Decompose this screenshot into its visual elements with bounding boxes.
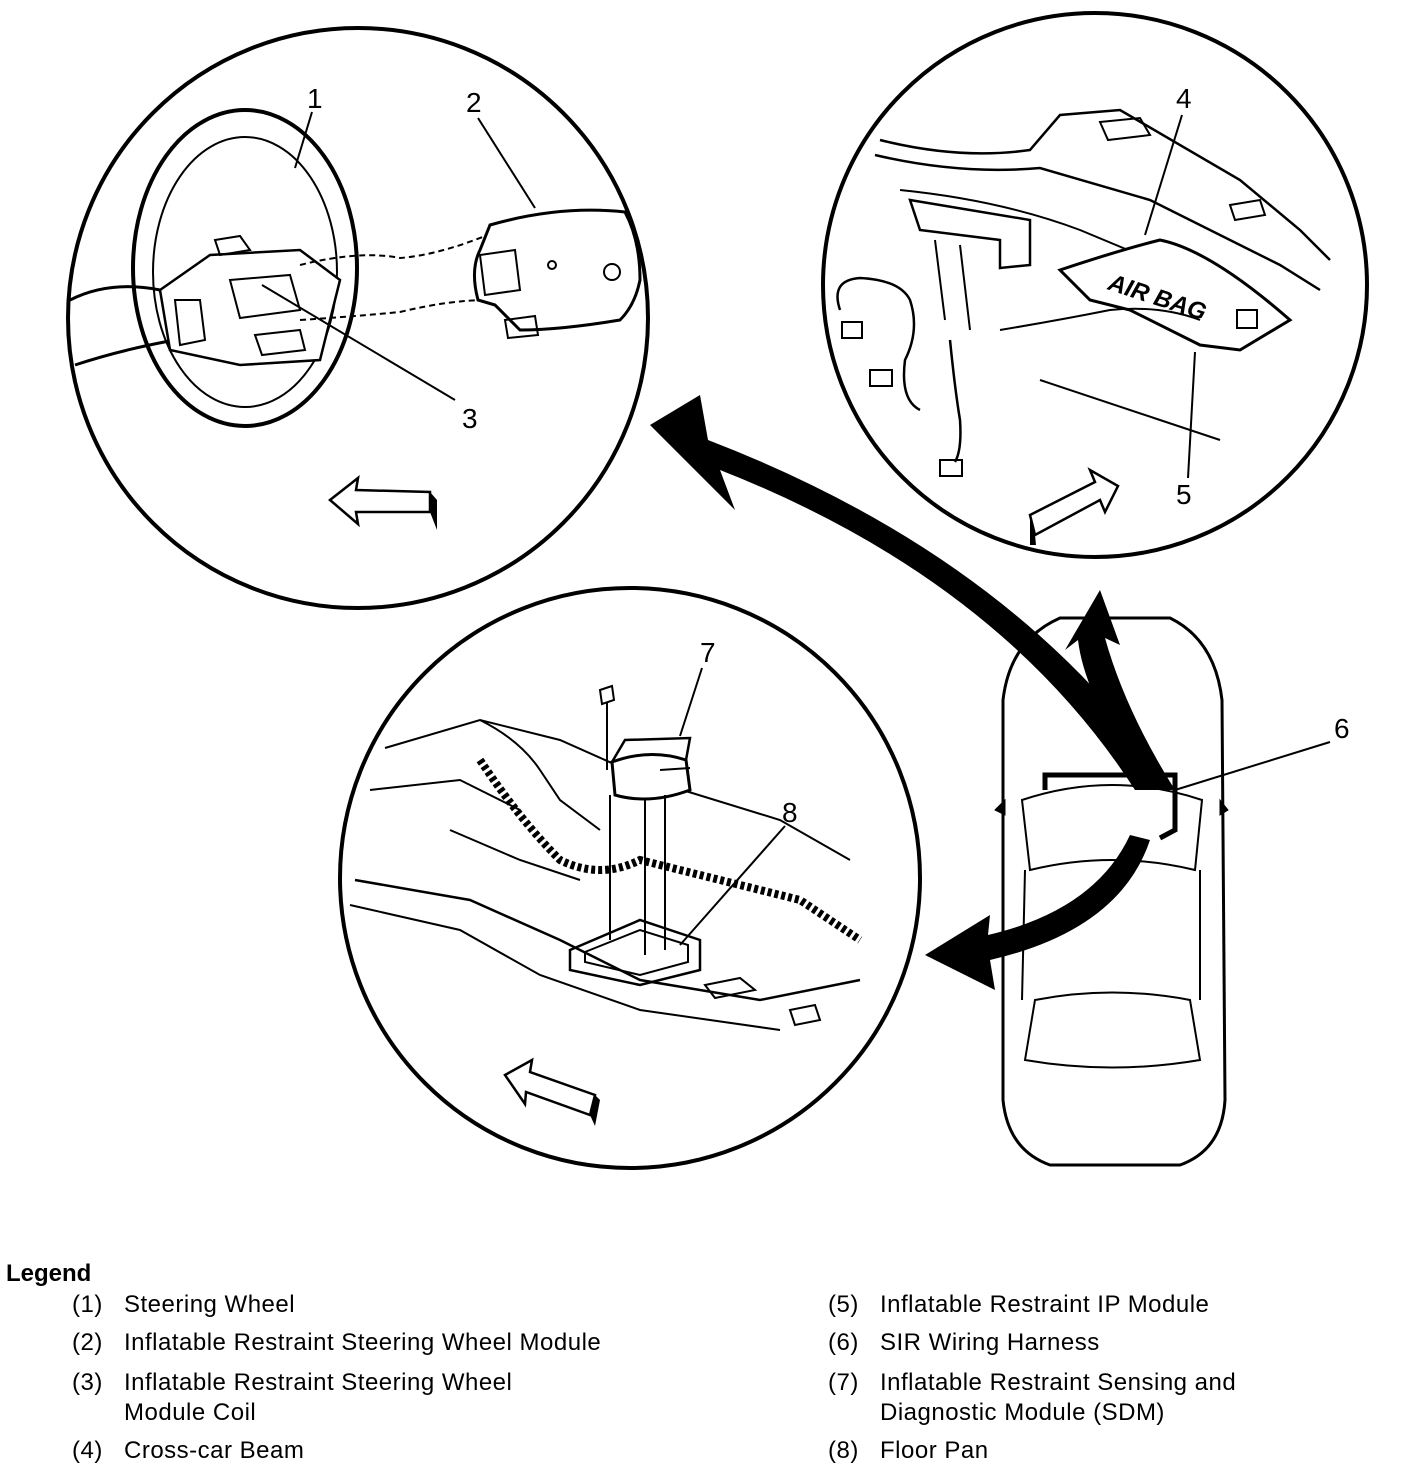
- instrument-panel-detail-view: AIR BAG: [821, 11, 1369, 559]
- callout-5: 5: [1176, 479, 1192, 510]
- steering-wheel-rim: [131, 108, 359, 428]
- legend-item-label: SIR Wiring Harness: [880, 1329, 1100, 1356]
- callout-2: 2: [466, 87, 482, 118]
- callout-3: 3: [462, 403, 478, 434]
- callout-1: 1: [307, 83, 323, 114]
- legend-item-number: (4): [72, 1437, 103, 1464]
- legend-item-label: Floor Pan: [880, 1437, 989, 1464]
- floor-pan-detail-view: [338, 586, 922, 1170]
- callout-8: 8: [782, 797, 798, 828]
- legend-item-label: Inflatable Restraint Steering Wheel Modu…: [124, 1329, 602, 1356]
- legend-item-label: Cross-car Beam: [124, 1437, 305, 1464]
- legend-item-label: Steering Wheel: [124, 1291, 296, 1318]
- legend-item-number: (2): [72, 1329, 103, 1356]
- steering-wheel-detail-view: [66, 26, 650, 610]
- callout-6: 6: [1334, 713, 1350, 744]
- callout-7: 7: [700, 637, 716, 668]
- legend: Legend (1) Steering Wheel (2) Inflatable…: [0, 1256, 1408, 1472]
- legend-item-number: (7): [828, 1369, 859, 1396]
- sir-wiring-harness: [1042, 772, 1178, 841]
- callout-numbers: 1 2 3 4 5 6 7 8: [307, 83, 1350, 828]
- floor-pan: [354, 878, 861, 1002]
- legend-item-number: (1): [72, 1291, 103, 1318]
- legend-item-label: Inflatable Restraint Steering Wheel Modu…: [124, 1369, 513, 1426]
- legend-item-label: Inflatable Restraint IP Module: [880, 1291, 1210, 1318]
- legend-item-number: (3): [72, 1369, 103, 1396]
- callout-4: 4: [1176, 83, 1192, 114]
- vehicle-top-view: [994, 616, 1331, 1167]
- steering-wheel-airbag-module: [473, 208, 642, 332]
- legend-title: Legend: [6, 1260, 92, 1287]
- legend-item-number: (5): [828, 1291, 859, 1318]
- legend-item-number: (6): [828, 1329, 859, 1356]
- sir-component-locator-diagram: AIR BAG: [66, 11, 1369, 1170]
- legend-item-number: (8): [828, 1437, 859, 1464]
- legend-item-label: Inflatable Restraint Sensing and Diagnos…: [880, 1369, 1237, 1426]
- ip-airbag-module: [1057, 238, 1293, 352]
- sensing-diagnostic-module: [610, 752, 692, 801]
- cross-car-beam: [879, 108, 1331, 261]
- location-arrows: [650, 395, 1175, 990]
